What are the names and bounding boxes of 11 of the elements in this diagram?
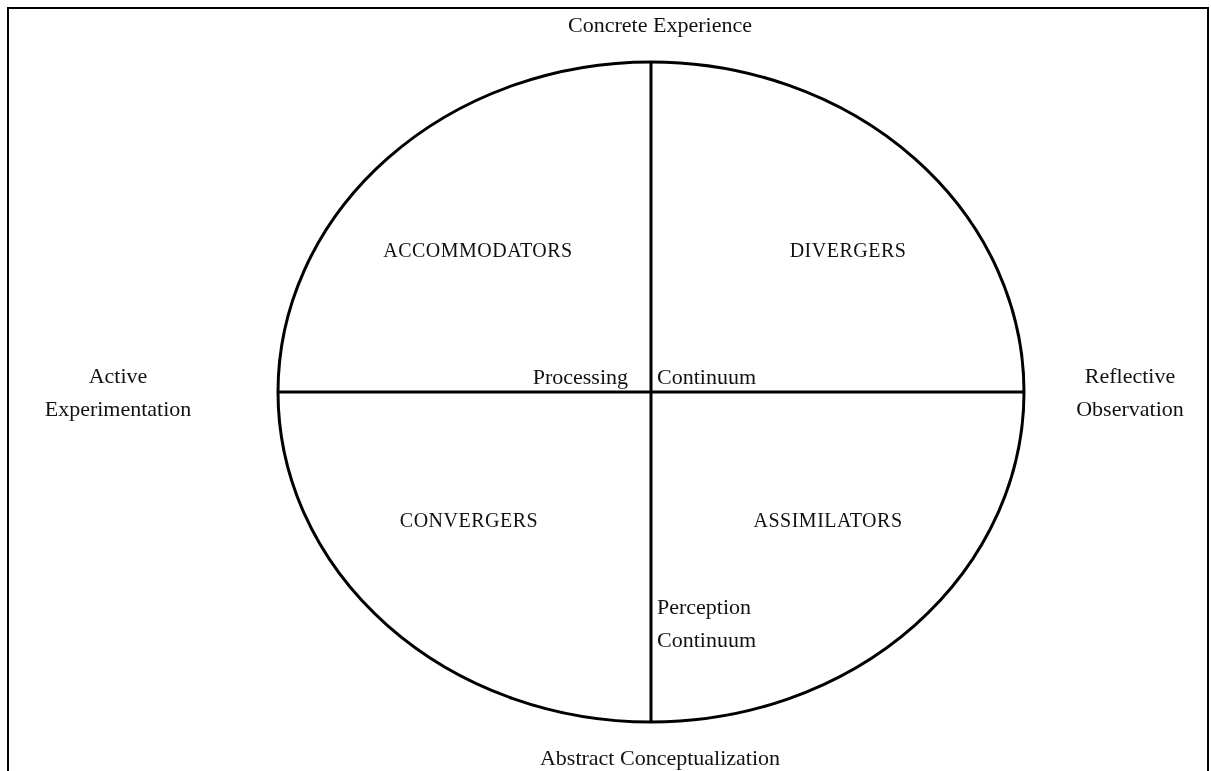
- axis-label: Active Experimentation: [43, 362, 193, 423]
- axis-label: Abstract Conceptualization: [538, 743, 782, 771]
- quadrant-label: ASSIMILATORS: [752, 507, 904, 533]
- quadrant-label: ACCOMMODATORS: [382, 237, 574, 263]
- continuum-label: Continuum: [657, 362, 757, 391]
- axis-label: Reflective Observation: [1075, 362, 1185, 423]
- quadrant-label: CONVERGERS: [398, 507, 540, 533]
- continuum-label: Processing: [531, 362, 628, 391]
- continuum-label: Perception Continuum: [657, 593, 757, 654]
- axis-label: Concrete Experience: [567, 10, 753, 39]
- quadrant-label: DIVERGERS: [788, 237, 908, 263]
